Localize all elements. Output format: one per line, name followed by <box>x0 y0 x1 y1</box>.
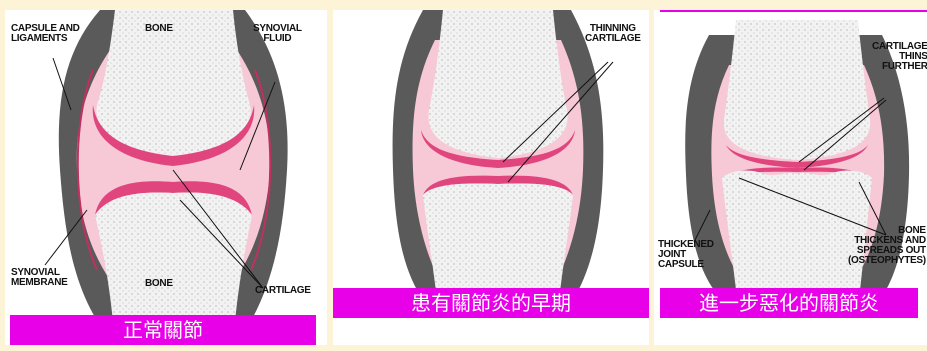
caption-normal-joint: 正常關節 <box>10 315 316 345</box>
label-bone-thickens: BONE THICKENS AND SPREADS OUT (OSTEOPHYT… <box>848 226 926 266</box>
caption-early-arthritis: 患有關節炎的早期 <box>333 288 649 318</box>
label-bone-top: BONE <box>145 24 173 34</box>
label-bone-bottom: BONE <box>145 279 173 289</box>
label-cartilage-thins-further: CARTILAGE THINS FURTHER <box>872 42 927 72</box>
label-cartilage: CARTILAGE <box>255 286 311 296</box>
panel-normal-joint: CAPSULE AND LIGAMENTS BONE SYNOVIAL FLUI… <box>5 10 327 345</box>
label-thinning-cartilage: THINNING CARTILAGE <box>585 24 641 44</box>
label-capsule-ligaments: CAPSULE AND LIGAMENTS <box>11 24 80 44</box>
label-synovial-fluid: SYNOVIAL FLUID <box>253 24 302 44</box>
upper-bone <box>724 20 870 160</box>
panel-advanced-arthritis: CARTILAGE THINS FURTHER THICKENED JOINT … <box>654 10 927 345</box>
upper-bone <box>96 10 250 160</box>
panel-early-arthritis: THINNING CARTILAGE 患有關節炎的早期 <box>333 10 649 345</box>
lower-bone <box>423 183 573 300</box>
label-thickened-joint-capsule: THICKENED JOINT CAPSULE <box>658 240 714 270</box>
label-synovial-membrane: SYNOVIAL MEMBRANE <box>11 268 68 288</box>
caption-advanced-arthritis: 進一步惡化的關節炎 <box>660 288 918 318</box>
upper-bone <box>428 10 567 158</box>
